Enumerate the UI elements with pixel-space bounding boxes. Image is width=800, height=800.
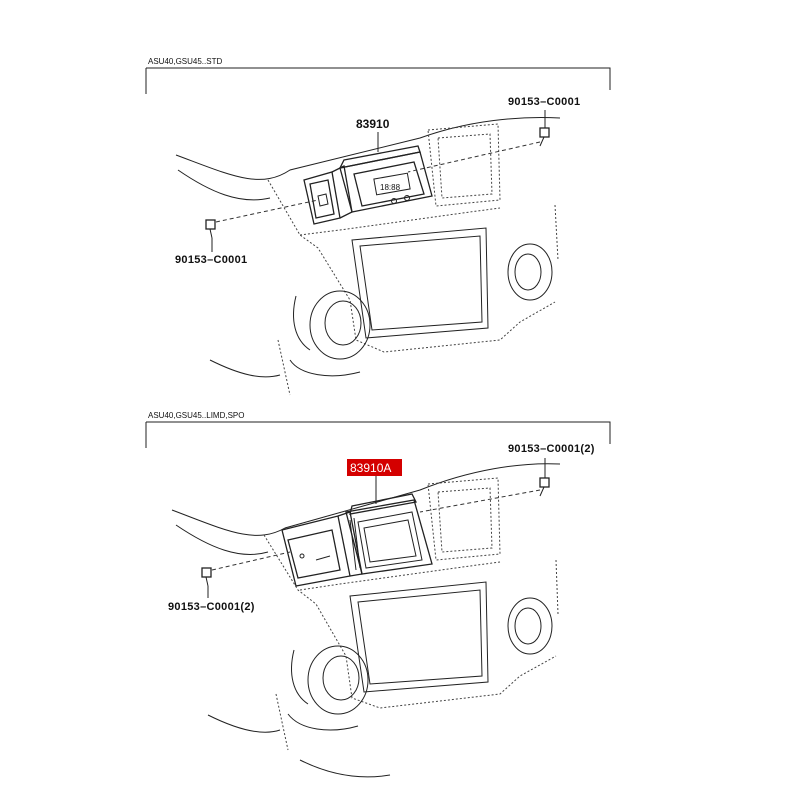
- bottom-right-vent: [507, 597, 553, 655]
- top-right-screw-icon: [539, 127, 550, 147]
- bottom-model-caption: ASU40,GSU45..LIMD,SPO: [148, 411, 244, 420]
- bottom-left-vent: [307, 645, 369, 715]
- top-right-screw-axis: [407, 141, 541, 173]
- bottom-left-screw-axis: [211, 551, 291, 571]
- bottom-left-screw-icon: [201, 567, 212, 587]
- top-dashboard-outline: [175, 117, 561, 396]
- top-right-vent: [507, 243, 553, 301]
- top-left-screw-label: 90153–C0001: [175, 254, 247, 266]
- top-clock-unit: 18:88: [303, 145, 433, 225]
- bottom-main-part-highlight: [347, 459, 402, 476]
- top-section-bracket: [145, 67, 611, 94]
- top-display-readout: 18:88: [380, 183, 401, 192]
- bottom-section-bracket: [145, 421, 611, 448]
- top-left-screw-icon: [205, 219, 216, 239]
- bottom-dashboard-outline: [171, 463, 561, 778]
- top-section: ASU40,GSU45..STD: [145, 57, 611, 396]
- top-left-vent: [309, 290, 371, 360]
- top-left-screw-axis: [215, 199, 319, 223]
- bottom-display-unit: [281, 493, 433, 587]
- bottom-right-screw-icon: [539, 477, 550, 497]
- top-right-screw-label: 90153–C0001: [508, 96, 580, 108]
- bottom-main-part-number: 83910A: [350, 461, 391, 475]
- bottom-left-screw-label: 90153–C0001(2): [168, 601, 255, 613]
- bottom-section: ASU40,GSU45..LIMD,SPO: [145, 411, 611, 778]
- bottom-right-screw-label: 90153–C0001(2): [508, 443, 595, 455]
- bottom-right-screw-axis: [419, 489, 541, 513]
- top-main-part-number: 83910: [356, 117, 390, 131]
- top-model-caption: ASU40,GSU45..STD: [148, 57, 222, 66]
